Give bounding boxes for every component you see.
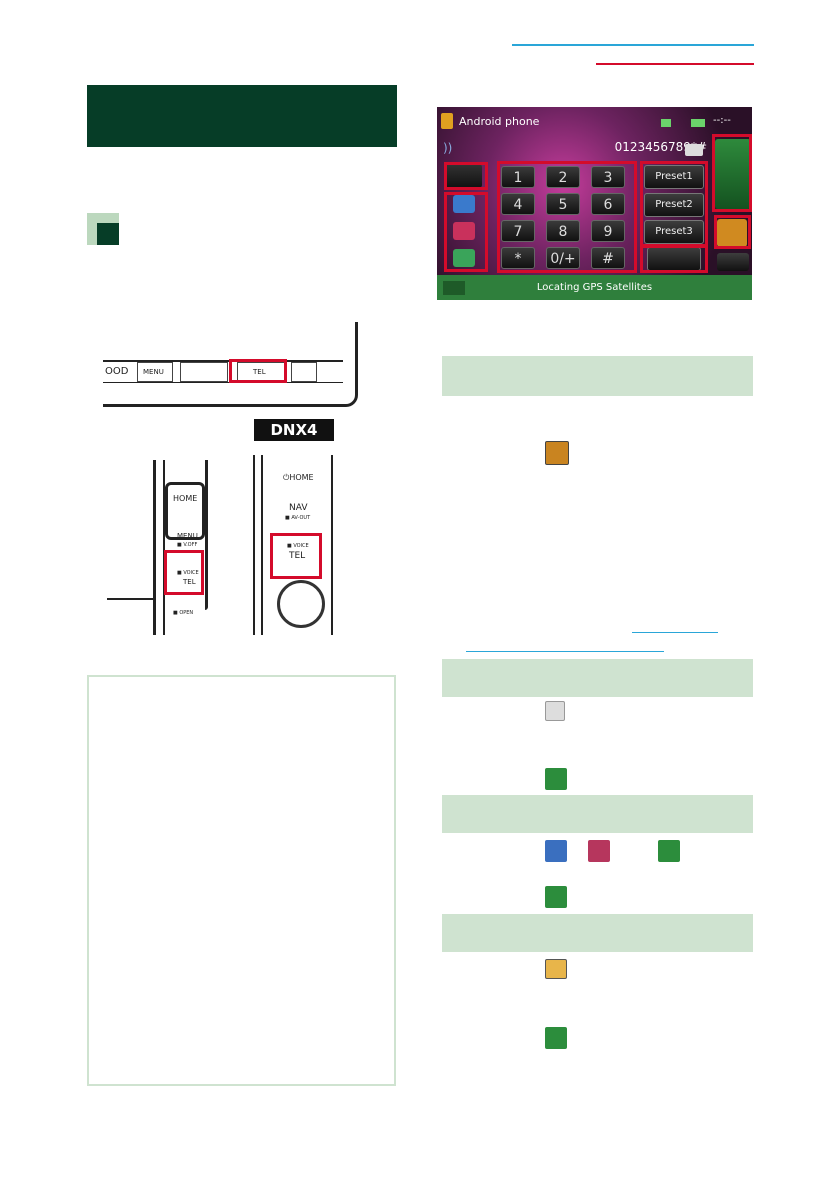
preset1-button[interactable]: Preset1 — [644, 165, 704, 189]
handsfree-button[interactable] — [717, 219, 747, 247]
preset3-button[interactable]: Preset3 — [644, 220, 704, 244]
right-voice-label: ■ VOICE — [287, 543, 309, 549]
phone-app-icon — [441, 113, 453, 129]
open-label: ■ OPEN — [173, 610, 194, 616]
device-illustration-left: HOME MENU ■ V.OFF ■ VOICE TEL ■ OPEN — [107, 460, 227, 635]
tel-highlight-box — [229, 359, 287, 383]
link-underline-1[interactable] — [632, 632, 718, 633]
outgoing-call-icon[interactable] — [453, 249, 475, 267]
incoming-call-icon[interactable] — [453, 195, 475, 213]
menu-sub-label: ■ V.OFF — [177, 542, 198, 548]
phonebook-inline-icon — [545, 959, 567, 979]
key-3[interactable]: 3 — [591, 166, 625, 188]
section-band-4 — [442, 914, 753, 952]
note-box — [87, 675, 396, 1086]
handsfree-highlight — [714, 215, 751, 249]
signal-icon — [661, 119, 671, 127]
number-display: 0123456789*# — [614, 140, 707, 154]
brand-fragment: OOD — [105, 366, 129, 377]
device-illustration-top: OOD MENU TEL — [103, 322, 358, 407]
handsfree-icon — [545, 441, 569, 465]
phonebook-button[interactable] — [446, 164, 482, 188]
backspace-icon[interactable] — [685, 144, 703, 156]
back-button[interactable] — [717, 253, 749, 271]
key-6[interactable]: 6 — [591, 193, 625, 215]
voice-label: ■ VOICE — [177, 570, 199, 576]
preset-highlight — [640, 161, 708, 247]
tel-label[interactable]: TEL — [183, 578, 196, 586]
key-8[interactable]: 8 — [546, 220, 580, 242]
key-7[interactable]: 7 — [501, 220, 535, 242]
right-home-label[interactable]: ⏻HOME — [283, 473, 314, 482]
keypad-highlight — [497, 161, 637, 273]
call-highlight — [712, 134, 752, 212]
subsection-icon — [87, 213, 119, 245]
key-1[interactable]: 1 — [501, 166, 535, 188]
missed-call-inline-icon — [588, 840, 610, 862]
call-icon-3 — [545, 1027, 567, 1049]
link-underline-2[interactable] — [466, 651, 664, 652]
phone-title: Android phone — [459, 115, 540, 128]
phonebook-highlight — [444, 162, 488, 190]
top-link-line — [512, 44, 754, 46]
tel-highlight-right — [270, 533, 322, 579]
key-10[interactable]: * — [501, 247, 535, 269]
key-5[interactable]: 5 — [546, 193, 580, 215]
menu-button-label[interactable]: MENU — [143, 368, 164, 376]
bluetooth-icon: )) — [443, 141, 453, 155]
tel-highlight-left — [164, 550, 204, 595]
key-2[interactable]: 2 — [546, 166, 580, 188]
section-band-2 — [442, 659, 753, 697]
settings-highlight — [640, 245, 708, 273]
right-nav-label[interactable]: NAV — [289, 503, 308, 513]
call-icon-1 — [545, 768, 567, 790]
battery-icon — [691, 119, 705, 127]
key-9[interactable]: 9 — [591, 220, 625, 242]
call-icon-2 — [545, 886, 567, 908]
call-button[interactable] — [715, 139, 751, 209]
missed-call-icon[interactable] — [453, 222, 475, 240]
key-4[interactable]: 4 — [501, 193, 535, 215]
preset2-button[interactable]: Preset2 — [644, 193, 704, 217]
outgoing-call-inline-icon — [658, 840, 680, 862]
battery-text: --:-- — [713, 115, 731, 126]
equalizer-icon[interactable] — [443, 281, 465, 295]
history-highlight — [444, 192, 488, 272]
menu-label[interactable]: MENU — [177, 532, 198, 540]
home-label[interactable]: HOME — [173, 494, 198, 503]
key-11[interactable]: 0/+ — [546, 247, 580, 269]
status-text: Locating GPS Satellites — [536, 282, 653, 293]
phone-title-bar: Android phone --:-- — [437, 107, 752, 135]
right-nav-sub-label: ■ AV-OUT — [285, 515, 311, 521]
model-label: DNX4 — [254, 419, 334, 441]
key-12[interactable]: # — [591, 247, 625, 269]
right-tel-label[interactable]: TEL — [289, 551, 306, 561]
section-band-1 — [442, 356, 753, 396]
device-illustration-right: ⏻HOME NAV ■ AV-OUT ■ VOICE TEL — [247, 455, 357, 635]
section-header-box — [87, 85, 397, 147]
top-red-line — [596, 63, 754, 65]
incoming-call-inline-icon — [545, 840, 567, 862]
tel-button-label[interactable]: TEL — [253, 368, 266, 376]
section-band-3 — [442, 795, 753, 833]
status-bar: Locating GPS Satellites — [437, 275, 752, 300]
keypad-icon — [545, 701, 565, 721]
